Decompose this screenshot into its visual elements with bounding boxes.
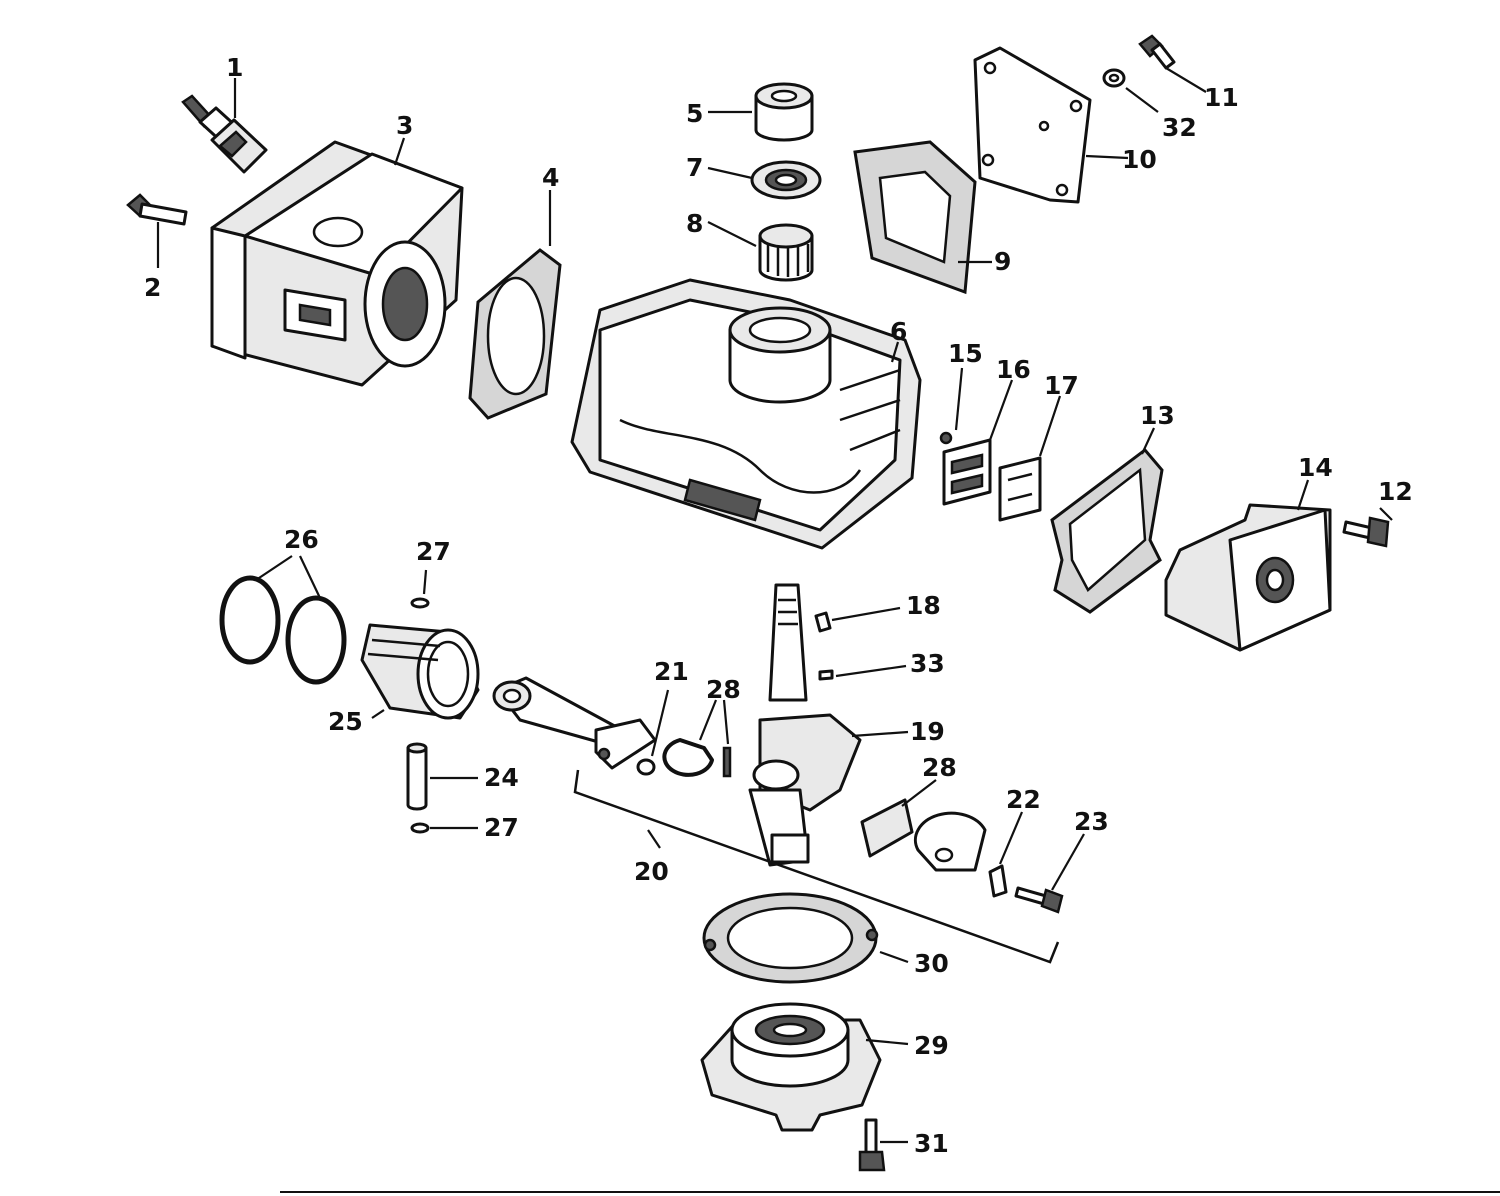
part-4-gasket[interactable] bbox=[468, 248, 562, 420]
callout-31: 31 bbox=[914, 1129, 949, 1158]
part-14-housing[interactable] bbox=[1164, 503, 1332, 652]
part-6-crankcase[interactable] bbox=[570, 278, 922, 550]
part-11-screw[interactable] bbox=[1138, 34, 1176, 70]
callout-26: 26 bbox=[284, 525, 319, 554]
part-13-gasket[interactable] bbox=[1050, 447, 1164, 614]
part-24-piston-pin[interactable] bbox=[406, 742, 428, 811]
part-31-bolt[interactable] bbox=[858, 1118, 886, 1172]
callout-6: 6 bbox=[890, 317, 907, 346]
callout-4: 4 bbox=[542, 163, 559, 192]
part-32-washer[interactable] bbox=[1102, 68, 1126, 88]
callout-30: 30 bbox=[914, 949, 949, 978]
callout-25: 25 bbox=[328, 707, 363, 736]
callout-32: 32 bbox=[1162, 113, 1197, 142]
part-5-bushing[interactable] bbox=[754, 82, 814, 142]
part-29-bearing-housing[interactable] bbox=[700, 1002, 882, 1132]
callout-27-upper: 27 bbox=[416, 537, 451, 566]
part-28-bearing-cage-lower[interactable] bbox=[860, 798, 987, 872]
part-21-nut[interactable] bbox=[636, 758, 656, 776]
part-33-pin[interactable] bbox=[818, 669, 834, 681]
callout-10: 10 bbox=[1122, 145, 1157, 174]
callout-24: 24 bbox=[484, 763, 519, 792]
part-23-screw[interactable] bbox=[1014, 886, 1064, 914]
part-10-cover-plate[interactable] bbox=[973, 46, 1092, 204]
callout-15: 15 bbox=[948, 339, 983, 368]
part-20-connecting-rod[interactable] bbox=[492, 676, 657, 770]
callout-27-lower: 27 bbox=[484, 813, 519, 842]
part-7-seal[interactable] bbox=[750, 160, 822, 200]
callout-28-upper: 28 bbox=[706, 675, 741, 704]
part-30-gasket[interactable] bbox=[702, 892, 879, 984]
callout-labels: 1 2 3 4 5 6 7 8 9 10 11 12 13 14 15 16 1… bbox=[144, 53, 1413, 1158]
callout-18: 18 bbox=[906, 591, 941, 620]
callout-1: 1 bbox=[226, 53, 243, 82]
callout-14: 14 bbox=[1298, 453, 1333, 482]
part-9-gasket[interactable] bbox=[853, 140, 977, 295]
callout-12: 12 bbox=[1378, 477, 1413, 506]
callout-5: 5 bbox=[686, 99, 703, 128]
callout-16: 16 bbox=[996, 355, 1031, 384]
part-3-cylinder-block[interactable] bbox=[210, 140, 464, 387]
part-18-key[interactable] bbox=[814, 611, 832, 633]
part-25-piston[interactable] bbox=[360, 623, 480, 720]
callout-7: 7 bbox=[686, 153, 703, 182]
part-1-spark-plug[interactable] bbox=[181, 94, 268, 174]
part-19-crankshaft[interactable] bbox=[748, 583, 862, 867]
part-16-reed-plate[interactable] bbox=[942, 438, 992, 506]
assembly-bracket-20 bbox=[573, 769, 1060, 964]
part-17-reed[interactable] bbox=[998, 456, 1042, 522]
part-12-screw[interactable] bbox=[1342, 516, 1390, 548]
callout-9: 9 bbox=[994, 247, 1011, 276]
callout-11: 11 bbox=[1204, 83, 1239, 112]
part-15-screw[interactable] bbox=[939, 431, 953, 445]
part-2-screw[interactable] bbox=[126, 193, 188, 226]
part-28-bearing-cage-upper[interactable] bbox=[662, 738, 732, 778]
part-27-clip-lower[interactable] bbox=[410, 822, 430, 834]
callout-3: 3 bbox=[396, 111, 413, 140]
callout-8: 8 bbox=[686, 209, 703, 238]
callout-19: 19 bbox=[910, 717, 945, 746]
part-26-piston-rings[interactable] bbox=[219, 575, 347, 685]
part-27-clip-upper[interactable] bbox=[410, 597, 430, 609]
callout-13: 13 bbox=[1140, 401, 1175, 430]
callout-29: 29 bbox=[914, 1031, 949, 1060]
leader-lines bbox=[156, 67, 1393, 1144]
callout-23: 23 bbox=[1074, 807, 1109, 836]
callout-2: 2 bbox=[144, 273, 161, 302]
part-22-lock-washer[interactable] bbox=[988, 864, 1008, 898]
callout-21: 21 bbox=[654, 657, 689, 686]
callout-33: 33 bbox=[910, 649, 945, 678]
part-8-needle-bearing[interactable] bbox=[758, 223, 814, 282]
callout-28-lower: 28 bbox=[922, 753, 957, 782]
callout-22: 22 bbox=[1006, 785, 1041, 814]
callout-17: 17 bbox=[1044, 371, 1079, 400]
callout-20: 20 bbox=[634, 857, 669, 886]
